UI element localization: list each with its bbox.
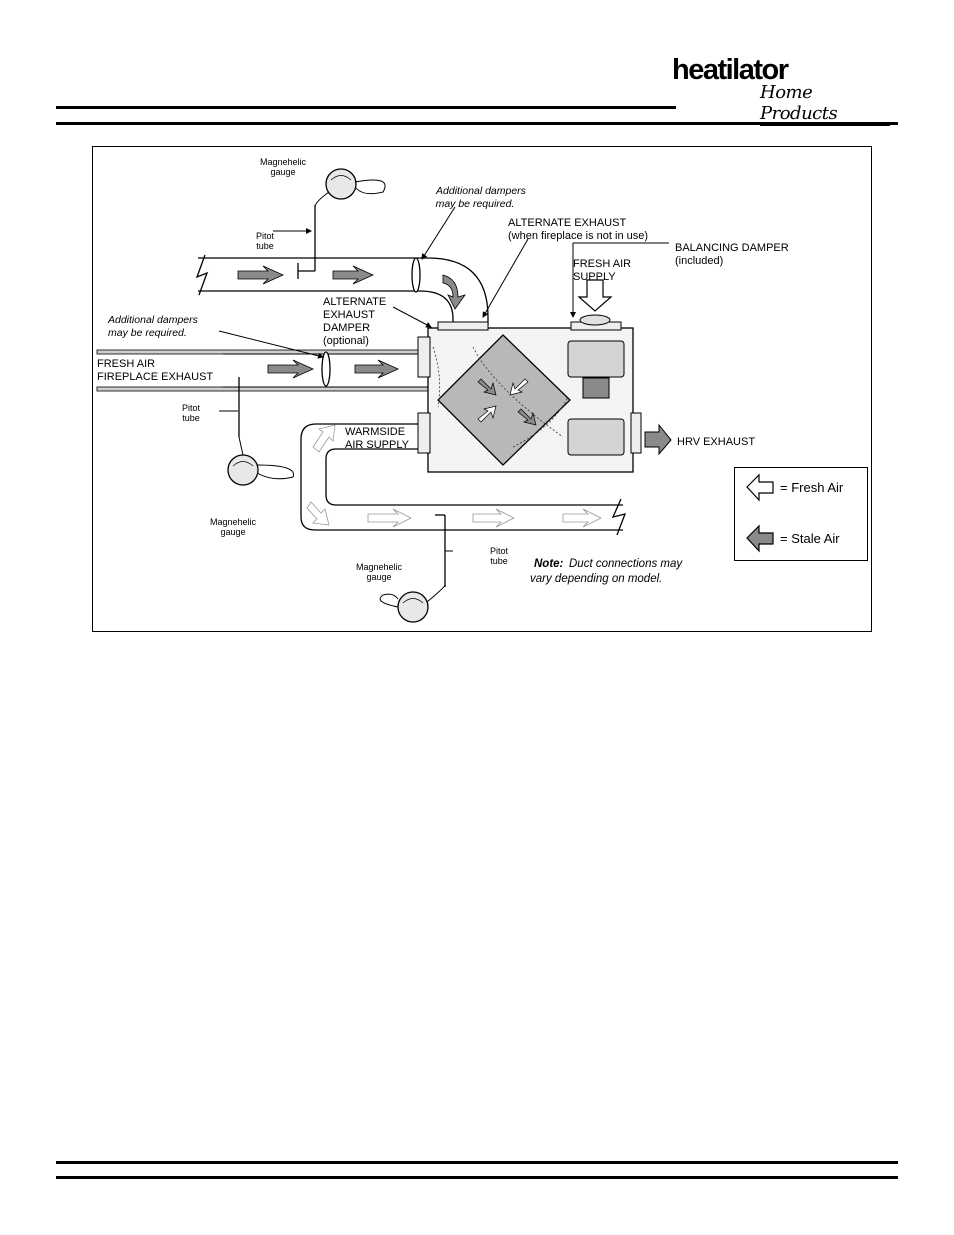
pitot-label-1: Pitot xyxy=(256,231,275,241)
tube-label-2: tube xyxy=(182,413,200,423)
motor xyxy=(582,377,610,399)
label-hrv-exhaust: HRV EXHAUST xyxy=(677,436,755,448)
top-duct-arrows xyxy=(237,265,466,310)
legend: = Fresh Air = Stale Air xyxy=(734,467,868,561)
label-alternate-exhaust: ALTERNATE EXHAUST (when fireplace is not… xyxy=(508,217,648,242)
balancing-damper-line1: BALANCING DAMPER xyxy=(675,242,789,254)
legend-canvas: = Fresh Air = Stale Air xyxy=(746,473,844,553)
magnehelic-gauge-left xyxy=(227,436,295,486)
warmside-duct-arrows xyxy=(306,424,602,528)
legend-fresh-label: = Fresh Air xyxy=(780,480,844,495)
pitot-label-2: Pitot xyxy=(182,403,201,413)
legend-stale-arrow-icon xyxy=(746,524,774,553)
label-warmside-air-supply: WARMSIDE AIR SUPPLY xyxy=(345,426,410,451)
legend-stale-label: = Stale Air xyxy=(780,531,840,546)
pitot-label-3: Pitot xyxy=(490,546,509,556)
magnehelic-gauge-bottom xyxy=(379,584,446,623)
hrv-installation-diagram: Magnehelic gauge Pitot tube Additional d… xyxy=(92,146,872,632)
gauge-label-1: gauge xyxy=(270,167,295,177)
label-alternate-exhaust-damper: ALTERNATE EXHAUST DAMPER (optional) xyxy=(323,296,386,347)
warmside-line2: AIR SUPPLY xyxy=(345,439,410,451)
footer-rule-1 xyxy=(56,1161,898,1164)
alternate-exhaust-line1: ALTERNATE EXHAUST xyxy=(508,217,626,229)
label-pitot-top: Pitot tube xyxy=(256,231,275,251)
footer-rule-2 xyxy=(56,1176,898,1179)
hrv-exhaust-arrow xyxy=(644,423,672,456)
damper-ellipse-top xyxy=(411,257,421,293)
diagram-canvas: Magnehelic gauge Pitot tube Additional d… xyxy=(96,157,789,623)
exhaust-blower xyxy=(567,418,625,456)
pitot-tube-bottom xyxy=(435,514,446,587)
label-fresh-air-fireplace: FRESH AIR FIREPLACE EXHAUST xyxy=(97,358,213,383)
label-pitot-left: Pitot tube xyxy=(182,403,201,423)
fireplace-duct-arrows xyxy=(267,359,399,379)
additional-dampers-2b: may be required. xyxy=(108,327,187,339)
core-arrows xyxy=(477,378,537,426)
warmside-line1: WARMSIDE xyxy=(345,426,405,438)
balancing-damper-line2: (included) xyxy=(675,255,723,267)
aed-line3: DAMPER xyxy=(323,322,370,334)
warmside-duct xyxy=(300,423,627,536)
note-label: Note: xyxy=(534,558,564,570)
additional-dampers-1a: Additional dampers xyxy=(435,185,527,197)
header-rule-thin xyxy=(56,106,676,109)
gauge-label-2: gauge xyxy=(220,527,245,537)
aed-line2: EXHAUST xyxy=(323,309,375,321)
leader-lines xyxy=(218,206,669,552)
label-fresh-air-supply: FRESH AIR SUPPLY xyxy=(573,258,631,283)
magnehelic-label-3: Magnehelic xyxy=(356,562,403,572)
label-balancing-damper: BALANCING DAMPER (included) xyxy=(675,242,789,267)
magnehelic-gauge-top xyxy=(314,168,386,208)
brand-logo: heatilator Home Products xyxy=(672,50,890,126)
pitot-tube-top xyxy=(297,205,316,279)
fresh-air-supply-line2: SUPPLY xyxy=(573,271,616,283)
label-gauge-top: Magnehelic gauge xyxy=(260,157,307,177)
hrv-unit xyxy=(417,314,642,473)
label-gauge-bottom: Magnehelic gauge xyxy=(356,562,403,582)
fresh-air-supply-line1: FRESH AIR xyxy=(573,258,631,270)
additional-dampers-2a: Additional dampers xyxy=(107,314,199,326)
note-text-1: Duct connections may xyxy=(569,558,683,570)
tube-label-3: tube xyxy=(490,556,508,566)
fresh-air-supply-arrow xyxy=(577,279,613,312)
label-pitot-bottom: Pitot tube xyxy=(490,546,509,566)
label-additional-dampers-1: Additional dampers may be required. xyxy=(435,185,527,210)
magnehelic-label-2: Magnehelic xyxy=(210,517,257,527)
label-note: Note: Duct connections may vary dependin… xyxy=(530,558,683,585)
header-rule-thick xyxy=(56,122,898,125)
note-text-2: vary depending on model. xyxy=(530,573,662,585)
tube-label-1: tube xyxy=(256,241,274,251)
balancing-damper xyxy=(579,314,611,326)
legend-fresh-arrow-icon xyxy=(746,473,774,502)
additional-dampers-1b: may be required. xyxy=(436,198,515,210)
magnehelic-label-1: Magnehelic xyxy=(260,157,307,167)
brand-name: heatilator xyxy=(672,54,789,86)
fresh-air-fireplace-line1: FRESH AIR xyxy=(97,358,155,370)
aed-line4: (optional) xyxy=(323,335,369,347)
label-additional-dampers-2: Additional dampers may be required. xyxy=(107,314,199,339)
supply-blower xyxy=(567,340,625,378)
label-gauge-left: Magnehelic gauge xyxy=(210,517,257,537)
fresh-air-fireplace-line2: FIREPLACE EXHAUST xyxy=(97,371,213,383)
heat-recovery-core xyxy=(437,334,571,466)
aed-line1: ALTERNATE xyxy=(323,296,386,308)
damper-ellipse-fireplace xyxy=(321,351,331,387)
brand-subtitle: Home Products xyxy=(760,82,890,126)
gauge-label-3: gauge xyxy=(366,572,391,582)
alternate-exhaust-line2: (when fireplace is not in use) xyxy=(508,230,648,242)
